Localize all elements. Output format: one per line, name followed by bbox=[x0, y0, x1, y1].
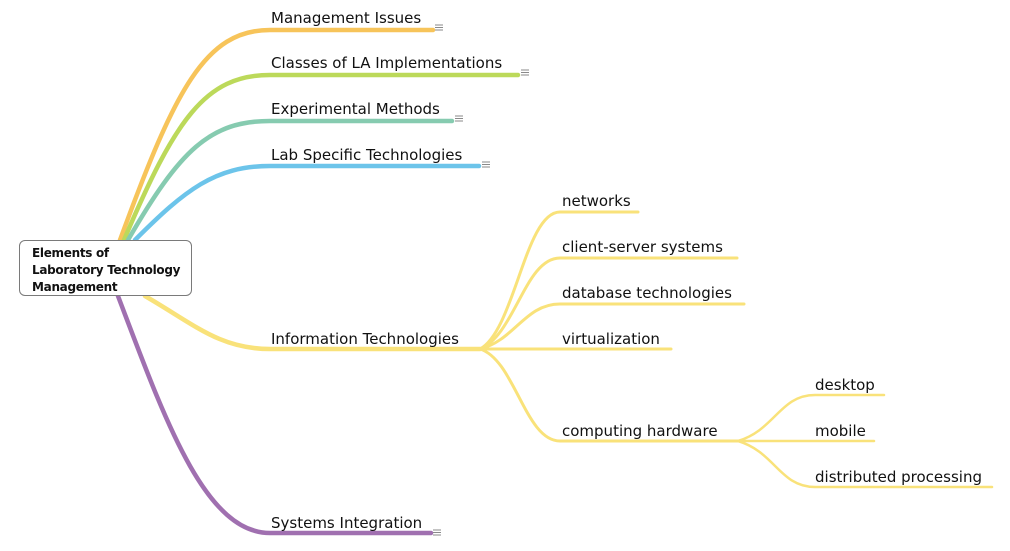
branch-information-technologies[interactable]: Information Technologies bbox=[271, 330, 459, 348]
node-client-server-systems[interactable]: client-server systems bbox=[562, 238, 723, 256]
branch-lab-specific-technologies[interactable]: Lab Specific Technologies bbox=[271, 146, 463, 164]
notes-icon[interactable] bbox=[435, 24, 443, 31]
node-networks[interactable]: networks bbox=[562, 192, 631, 210]
node-computing-hardware[interactable]: computing hardware bbox=[562, 422, 718, 440]
notes-icon[interactable] bbox=[433, 529, 441, 536]
connector-client-server bbox=[478, 256, 739, 351]
connector-information bbox=[142, 293, 483, 352]
connector-computing-hardware bbox=[478, 347, 740, 443]
connector-networks bbox=[478, 210, 640, 351]
node-database-technologies[interactable]: database technologies bbox=[562, 284, 732, 302]
connector-classes bbox=[121, 72, 521, 243]
root-topic-line-2: Laboratory Technology bbox=[32, 263, 181, 277]
node-distributed-processing[interactable]: distributed processing bbox=[815, 468, 982, 486]
connector-experimental bbox=[125, 118, 455, 243]
root-topic[interactable]: Elements of Laboratory Technology Manage… bbox=[19, 240, 192, 296]
connector-distributed bbox=[736, 439, 994, 489]
notes-icon[interactable] bbox=[521, 69, 529, 76]
hardware-connectors bbox=[736, 393, 994, 489]
connector-database bbox=[478, 302, 746, 351]
branch-experimental-methods[interactable]: Experimental Methods bbox=[271, 100, 440, 118]
root-topic-line-1: Elements of bbox=[32, 246, 109, 260]
branch-systems-integration[interactable]: Systems Integration bbox=[271, 514, 422, 532]
branch-management-issues[interactable]: Management Issues bbox=[271, 9, 421, 27]
root-topic-line-3: Management bbox=[32, 280, 118, 294]
connector-systems bbox=[115, 293, 434, 536]
branch-connectors bbox=[115, 27, 521, 536]
connector-lab bbox=[132, 163, 482, 243]
notes-icon[interactable] bbox=[482, 161, 490, 168]
node-virtualization[interactable]: virtualization bbox=[562, 330, 660, 348]
connector-desktop bbox=[736, 393, 886, 443]
branch-classes-of-la-implementations[interactable]: Classes of LA Implementations bbox=[271, 54, 502, 72]
notes-icon[interactable] bbox=[455, 115, 463, 122]
node-desktop[interactable]: desktop bbox=[815, 376, 875, 394]
node-mobile[interactable]: mobile bbox=[815, 422, 866, 440]
info-connectors bbox=[478, 210, 746, 443]
connector-management bbox=[117, 27, 436, 243]
note-icons bbox=[433, 24, 529, 536]
